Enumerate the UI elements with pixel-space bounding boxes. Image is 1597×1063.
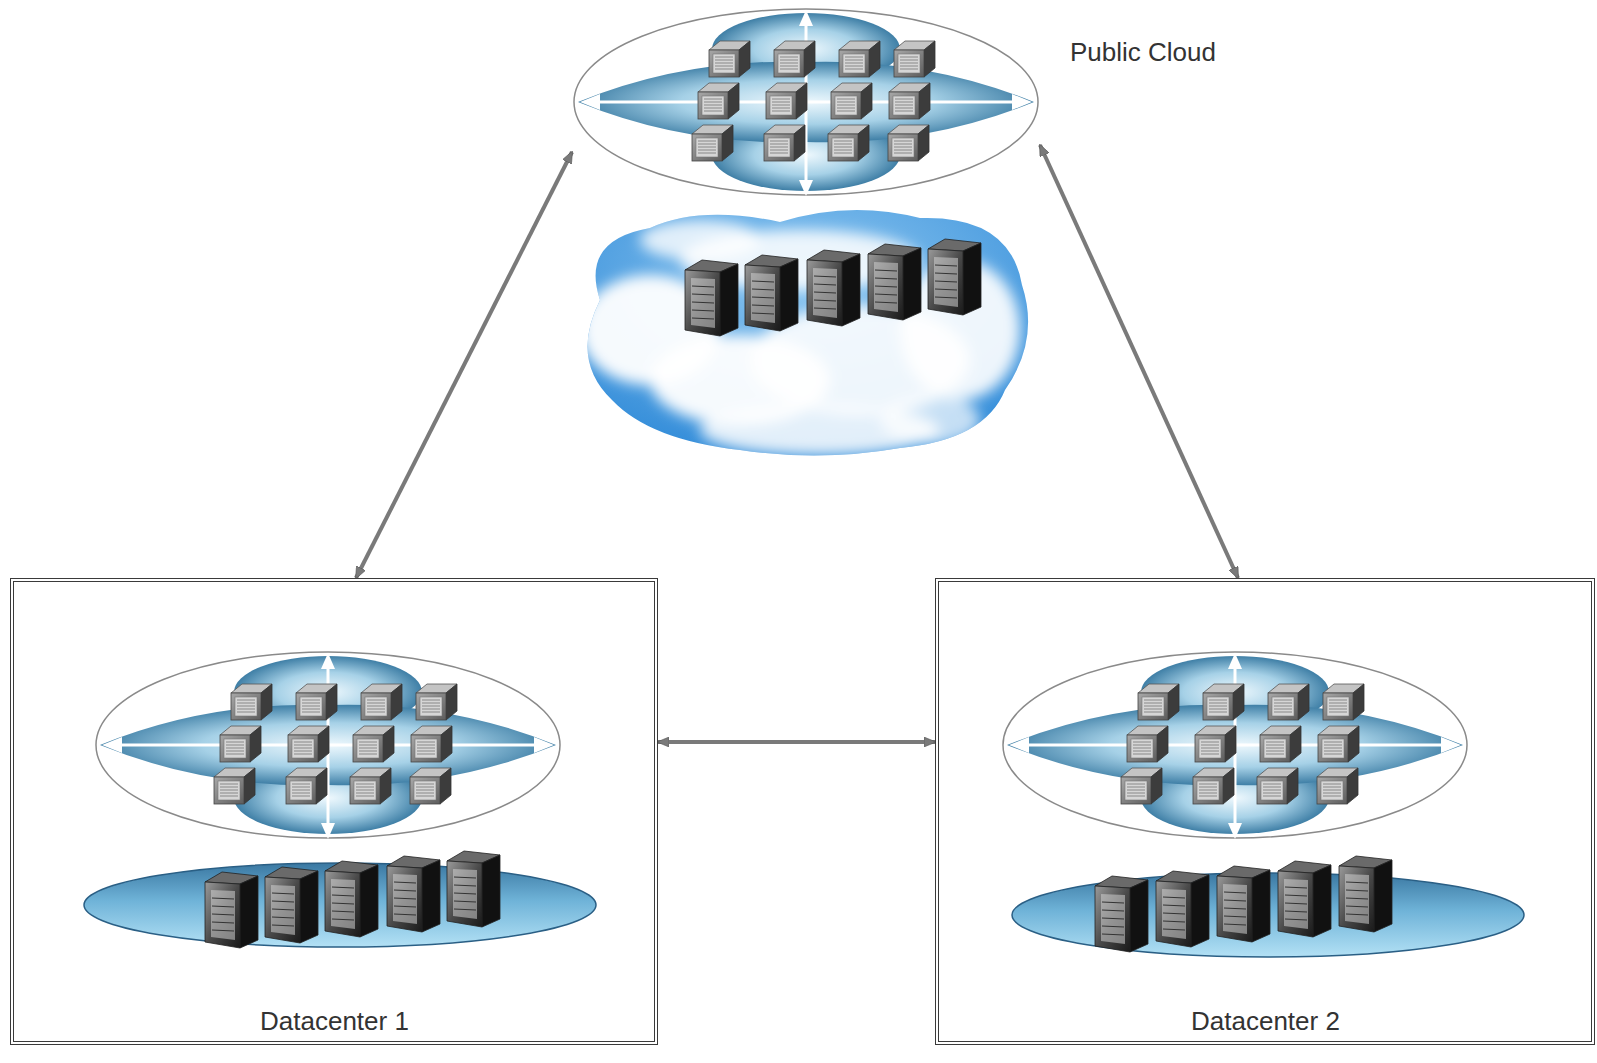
double-arrow bbox=[658, 740, 935, 744]
datacenter-box: Datacenter 1 bbox=[10, 578, 658, 1045]
double-arrow bbox=[1040, 145, 1238, 578]
datacenter-label: Datacenter 1 bbox=[260, 1007, 409, 1037]
double-arrow bbox=[356, 152, 572, 578]
cloud-cluster: Public Cloud bbox=[572, 8, 1040, 196]
cloud-label: Public Cloud bbox=[1070, 38, 1216, 68]
datacenter-label: Datacenter 2 bbox=[1191, 1007, 1340, 1037]
datacenter-box: Datacenter 2 bbox=[935, 578, 1595, 1045]
